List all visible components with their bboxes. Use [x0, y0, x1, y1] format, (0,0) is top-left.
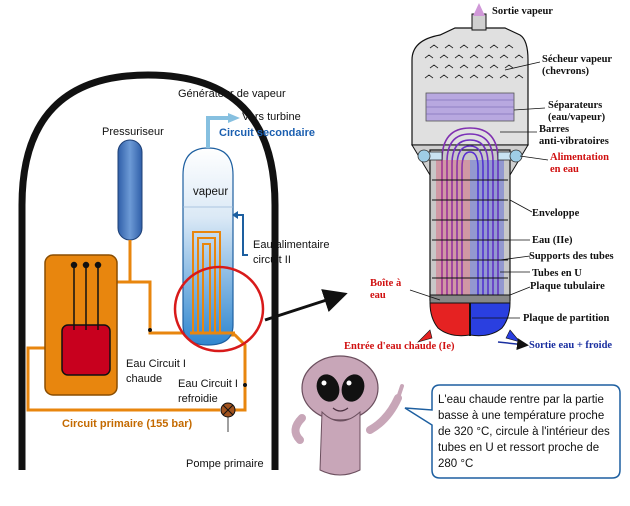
alien-character [291, 355, 404, 476]
primary-pump-label: Pompe primaire [186, 458, 264, 470]
feedwater-label-1: Eau alimentaire [253, 239, 330, 251]
secondary-circuit-label: Circuit secondaire [219, 127, 315, 139]
feedwater-label-2: circuit II [253, 254, 291, 266]
primary-circuit-label: Circuit primaire (155 bar) [62, 418, 193, 430]
dryer-chevrons [424, 44, 524, 79]
hot-water-label-2: chaude [126, 373, 163, 385]
speech-bubble [404, 384, 621, 479]
tube-plate-label: Plaque tubulaire [530, 281, 605, 292]
to-turbine-label: Vers turbine [242, 111, 301, 123]
feedwater-pipe [236, 214, 248, 256]
pressurizer-vessel [117, 139, 143, 241]
steam-out-arrow [473, 3, 485, 16]
cooled-water-label-1: Eau Circuit I [178, 378, 238, 390]
separators-label-1: Séparateurs [548, 100, 603, 111]
steam-out-pipe [206, 116, 228, 148]
dryer-label-2: (chevrons) [542, 66, 590, 77]
feed-label-1: Alimentation [550, 152, 609, 163]
pressurizer-label: Pressuriseur [102, 126, 164, 138]
leader-lines [409, 61, 549, 319]
feed-label-2: en eau [550, 164, 579, 175]
cold-outlet-label: Sortie eau + froide [529, 340, 613, 351]
antivib-label-1: Barres [539, 124, 570, 135]
dryer-label-1: Sécheur vapeur [542, 54, 613, 65]
water-ii-label: Eau (IIe) [532, 235, 573, 246]
water-box-label-1: Boîte à [370, 278, 402, 289]
tube-plate [429, 294, 511, 304]
hot-water-box [429, 302, 471, 337]
feedwater-nozzles [417, 149, 523, 163]
highlight-circle [173, 265, 265, 353]
cooled-water-label-2: refroidie [178, 393, 218, 405]
sg-u-tubes [192, 231, 221, 333]
speech-bubble-text: L'eau chaude rentre par la partie basse … [438, 394, 610, 470]
control-rods [70, 261, 102, 330]
cold-water-box [469, 302, 511, 337]
steam-generator-label: Générateur de vapeur [178, 88, 286, 100]
zoom-arrow [264, 289, 348, 322]
containment-building [18, 71, 279, 470]
tube-supports [432, 179, 508, 279]
water-box-label-2: eau [370, 290, 386, 301]
steam-generator-vessel [182, 147, 234, 346]
hot-water-label-1: Eau Circuit I [126, 358, 186, 370]
partition-plate-label: Plaque de partition [523, 313, 610, 324]
tube-supports-label: Supports des tubes [529, 251, 614, 262]
hot-inlet-label: Entrée d'eau chaude (Ie) [344, 341, 455, 352]
separators-label-2: (eau/vapeur) [548, 112, 606, 123]
reactor-core [61, 324, 111, 376]
u-tubes-label: Tubes en U [532, 268, 582, 279]
antivib-label-2: anti-vibratoires [539, 136, 609, 147]
steam-out-label: Sortie vapeur [492, 6, 553, 17]
u-tube-bundle [441, 127, 499, 295]
steam-label: vapeur [193, 186, 229, 198]
shell-label: Enveloppe [532, 208, 580, 219]
sg-lower-shell [429, 149, 511, 301]
